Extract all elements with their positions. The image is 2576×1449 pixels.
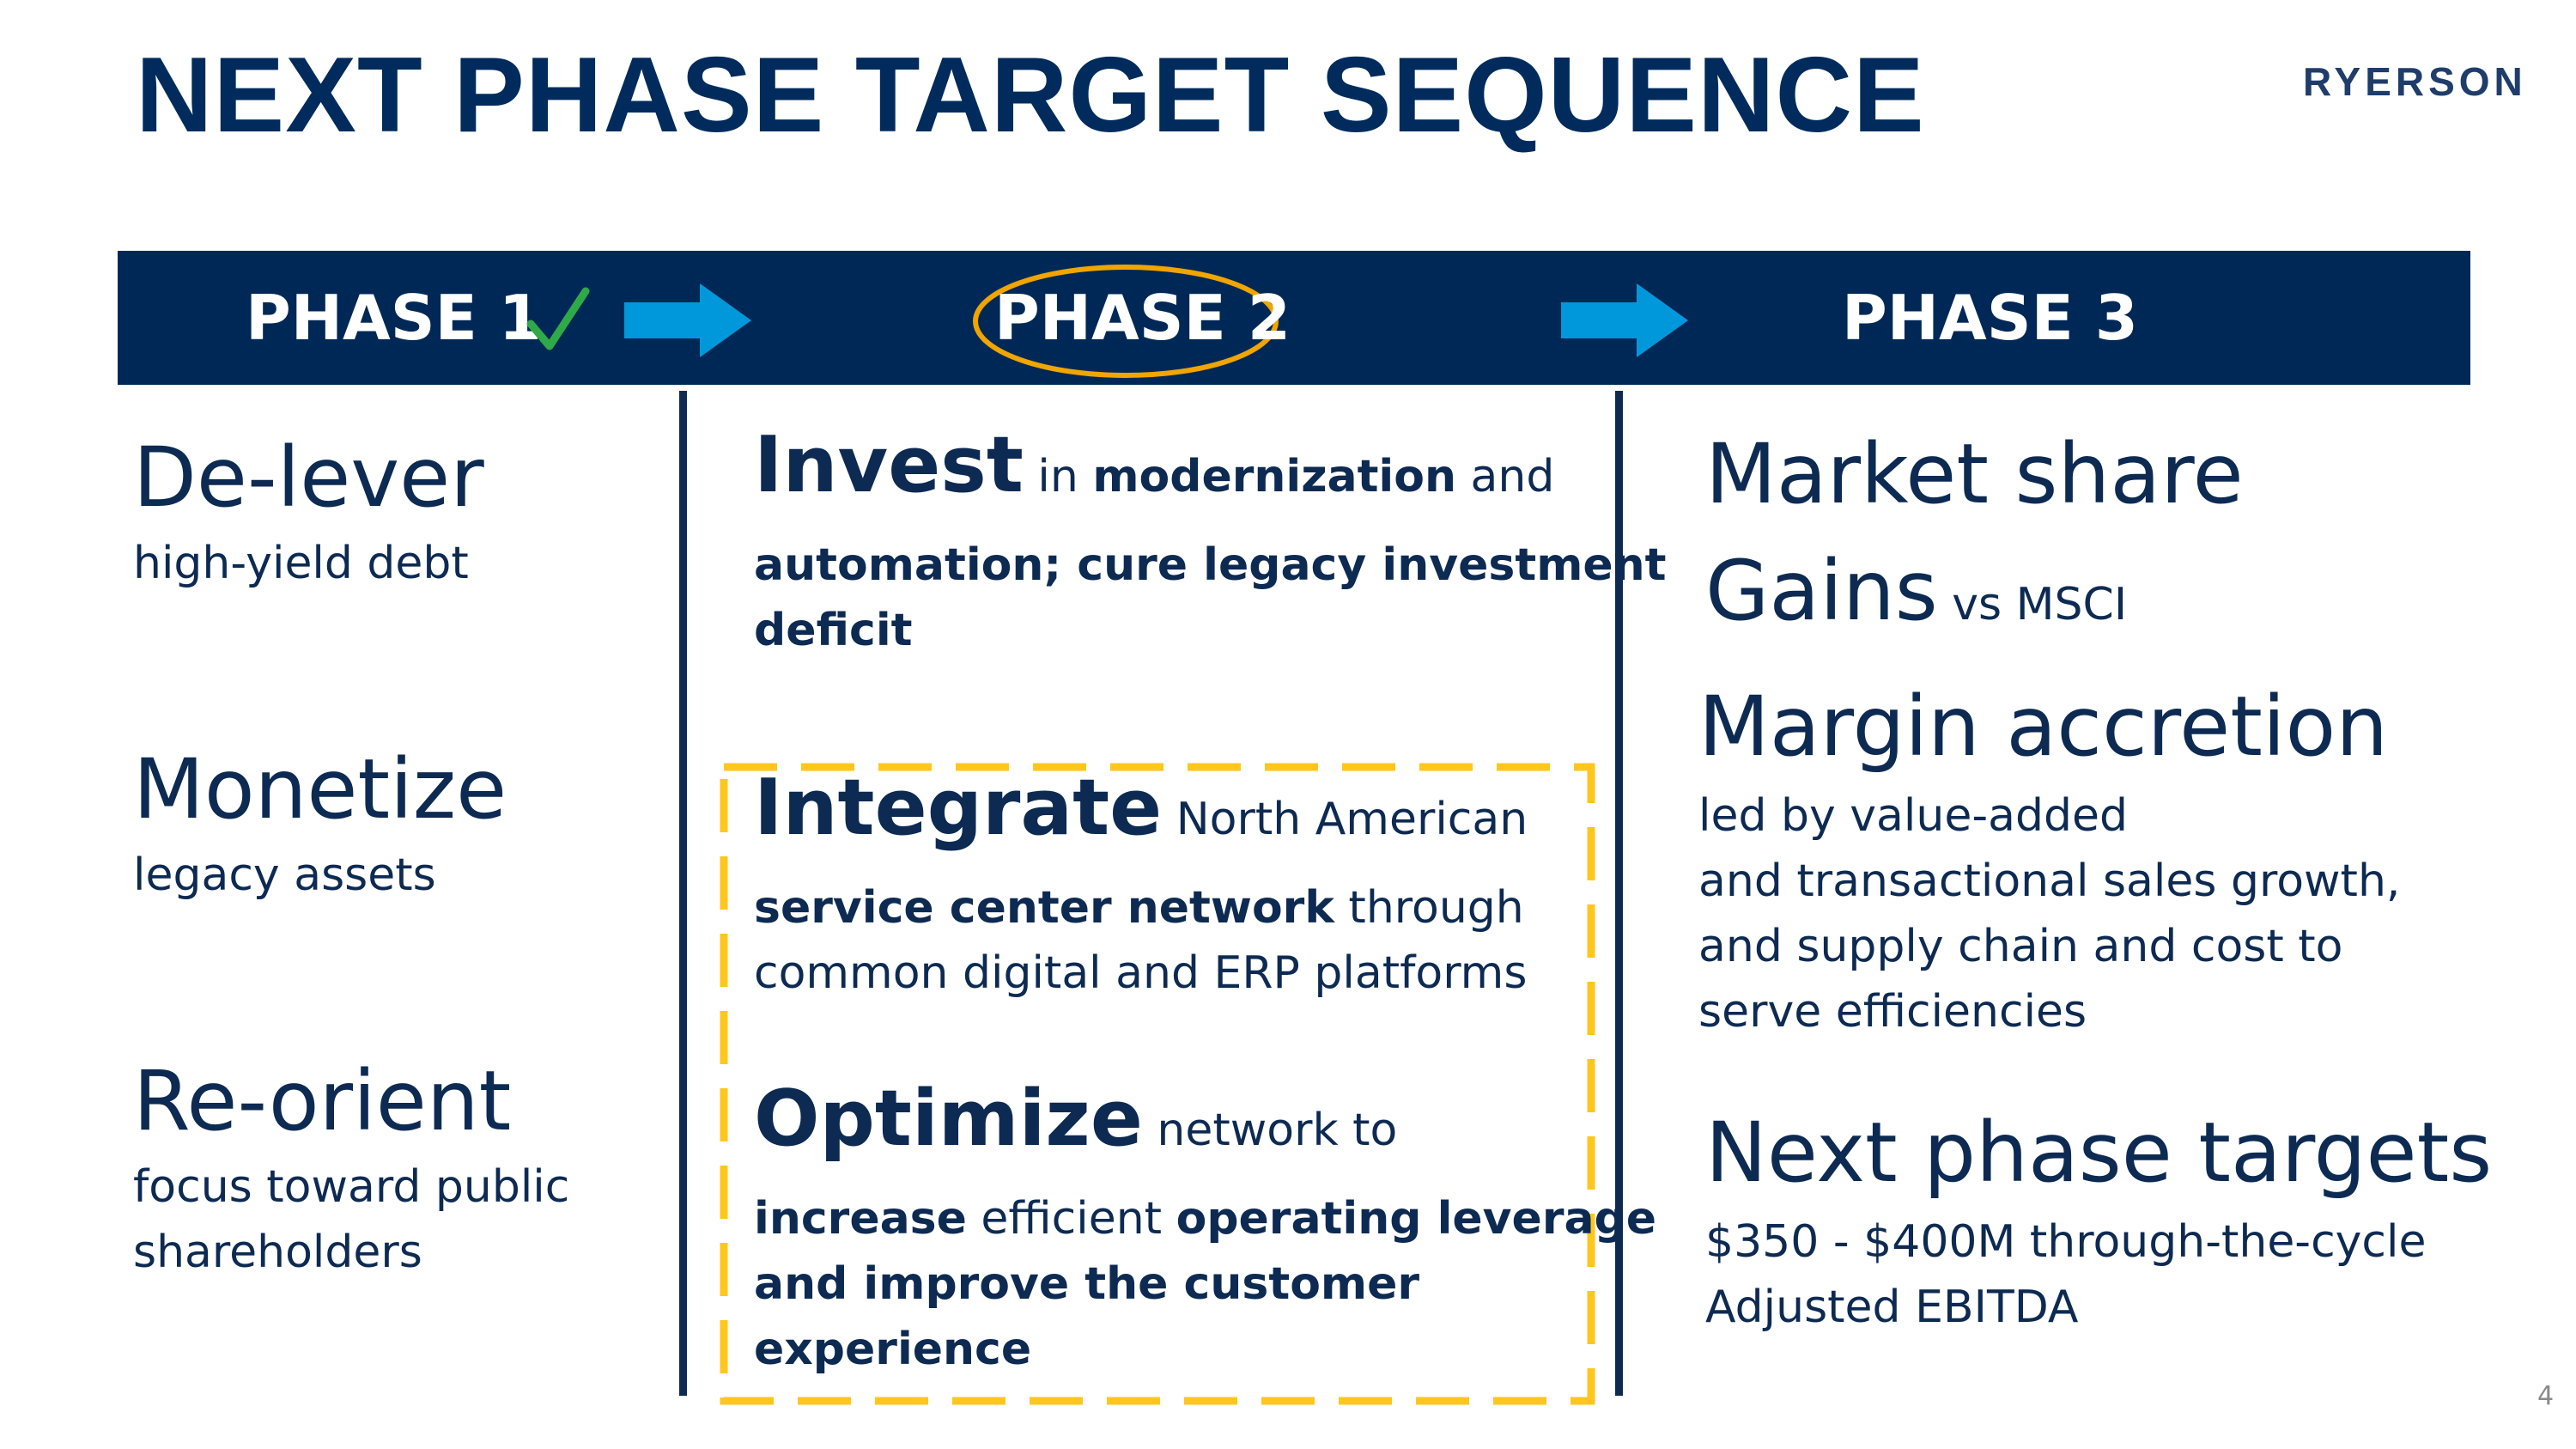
- invest-line2: automation; cure legacy investment: [754, 533, 1667, 598]
- text-run: North American: [1162, 794, 1528, 845]
- invest-line3: deficit: [754, 598, 913, 663]
- integrate-line2: service center network through: [754, 875, 1524, 941]
- invest-heading: Invest: [754, 420, 1024, 510]
- text-run: and: [1456, 451, 1555, 502]
- page-title: NEXT PHASE TARGET SEQUENCE: [136, 36, 1925, 155]
- text-run: automation; cure legacy investment: [754, 539, 1667, 591]
- text-run: in: [1023, 451, 1093, 502]
- targets-text: $350 - $400M through-the-cycle: [1705, 1216, 2427, 1268]
- column-divider: [1615, 391, 1623, 1396]
- phase3-label: PHASE 3: [1842, 282, 2138, 354]
- margin-text: and transactional sales growth,: [1698, 855, 2401, 907]
- phase2-label: PHASE 2: [994, 282, 1291, 354]
- next-phase-targets-heading: Next phase targets: [1705, 1105, 2493, 1201]
- margin-text: serve efficiencies: [1698, 986, 2087, 1038]
- check-icon: [526, 287, 590, 350]
- text-run: deficit: [754, 605, 913, 656]
- integrate-line1: Integrate North American: [754, 770, 1528, 852]
- market-share-heading: Market share: [1705, 426, 2244, 522]
- gains-heading: Gains vs MSCI: [1705, 539, 2127, 642]
- phase1-text: legacy assets: [133, 849, 436, 901]
- text-run: modernization: [1092, 451, 1456, 502]
- margin-text: and supply chain and cost to: [1698, 921, 2343, 972]
- arrow-right-icon: [624, 283, 751, 357]
- integrate-heading: Integrate: [754, 763, 1163, 853]
- text-run: vs MSCI: [1937, 579, 2128, 630]
- phase1-heading-delever: De-lever: [133, 429, 484, 526]
- arrow-right-icon: [1561, 283, 1688, 357]
- phase1-text: high-yield debt: [133, 538, 469, 589]
- text-run: through: [1334, 882, 1524, 934]
- targets-text: Adjusted EBITDA: [1705, 1282, 2079, 1333]
- ryerson-logo: RYERSON: [2303, 59, 2527, 104]
- dashed-highlight-box: [720, 763, 1595, 1405]
- optimize-line3: and improve the customer: [754, 1251, 1419, 1317]
- phase1-heading-monetize: Monetize: [133, 741, 507, 837]
- integrate-line3: common digital and ERP platforms: [754, 947, 1528, 999]
- text-run: efficient: [966, 1193, 1176, 1245]
- text-run: service center network: [754, 882, 1334, 934]
- text-run: experience: [754, 1324, 1032, 1375]
- optimize-line1: Optimize network to: [754, 1081, 1398, 1163]
- phase-banner: [118, 251, 2470, 385]
- optimize-line2: increase efficient operating leverage: [754, 1186, 1656, 1251]
- margin-text: led by value-added: [1698, 790, 2128, 842]
- phase1-text: focus toward public: [133, 1161, 570, 1213]
- invest-line1: Invest in modernization and: [754, 427, 1555, 509]
- phase1-label: PHASE 1: [246, 282, 542, 354]
- text-run: operating leverage: [1176, 1193, 1657, 1245]
- text-run: increase: [754, 1193, 967, 1245]
- margin-accretion-heading: Margin accretion: [1698, 679, 2389, 775]
- optimize-line4: experience: [754, 1317, 1031, 1382]
- optimize-heading: Optimize: [754, 1074, 1143, 1164]
- highlight-ellipse: [973, 265, 1279, 378]
- phase1-text: shareholders: [133, 1227, 422, 1278]
- column-divider: [679, 391, 687, 1396]
- phase1-heading-reorient: Re-orient: [133, 1053, 512, 1149]
- text-run: network to: [1142, 1105, 1398, 1156]
- text-run: Gains: [1705, 543, 1938, 639]
- page-number: 4: [2537, 1381, 2555, 1411]
- text-run: and improve the customer: [754, 1258, 1420, 1310]
